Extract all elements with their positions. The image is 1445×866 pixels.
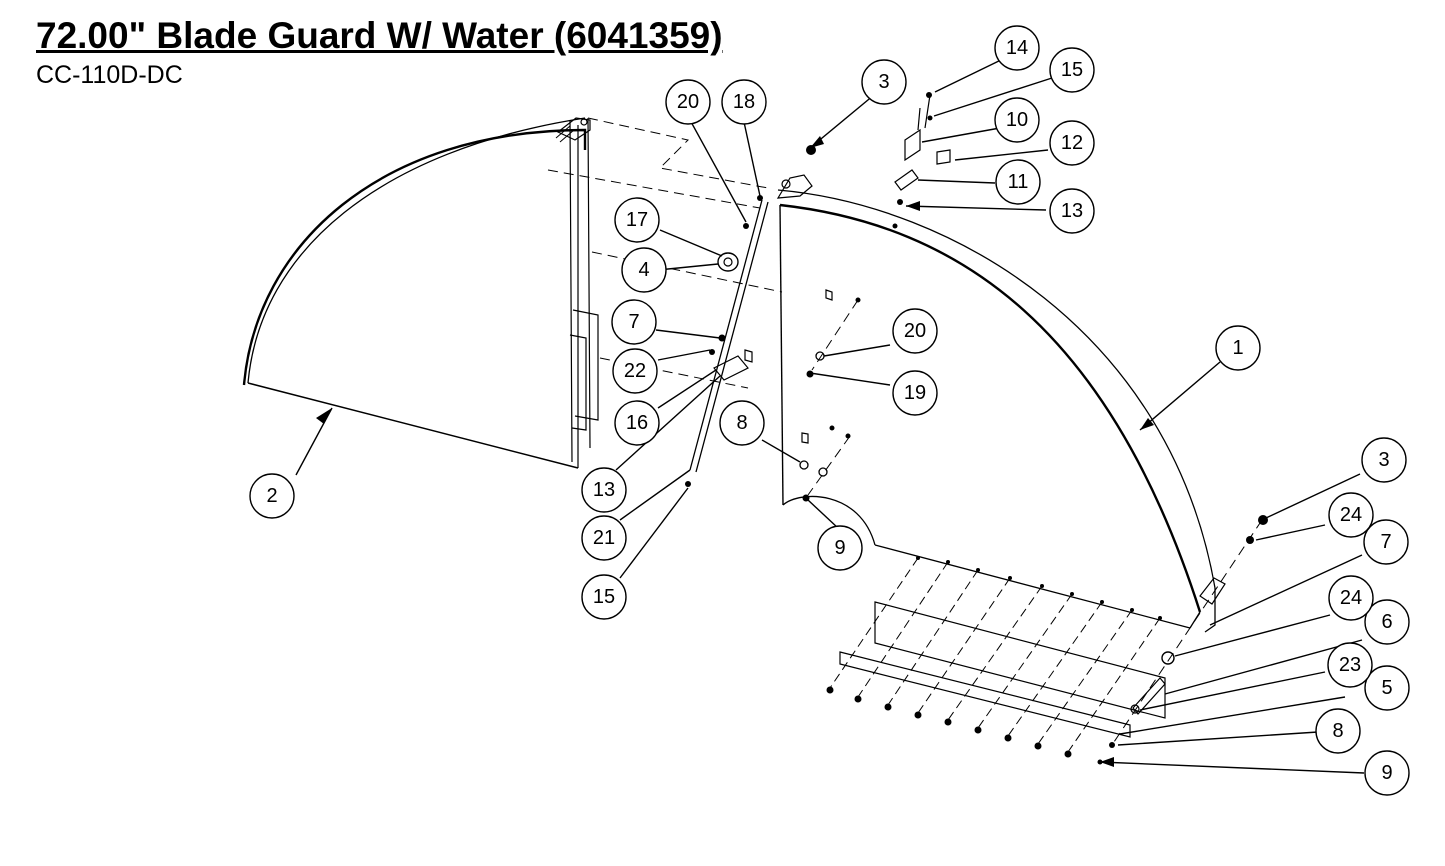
- callout-1: 1: [1232, 337, 1243, 359]
- callout-17: 17: [626, 209, 648, 231]
- callout-7-left: 7: [628, 311, 639, 333]
- callout-13-top: 13: [1061, 200, 1083, 222]
- callout-12: 12: [1061, 132, 1083, 154]
- callout-19: 19: [904, 382, 926, 404]
- callout-24-lower: 24: [1340, 587, 1362, 609]
- callout-8-center: 8: [736, 412, 747, 434]
- callout-15-left: 15: [593, 586, 615, 608]
- guard-hardware: [799, 297, 861, 502]
- callout-9-right: 9: [1381, 762, 1392, 784]
- callout-4: 4: [638, 259, 649, 281]
- callout-20-center: 20: [904, 320, 926, 342]
- callout-11: 11: [1008, 171, 1029, 193]
- callout-labels: 1 2 3 3 4 5 6 7 7 8 8 9 9 10 11 12 13 13…: [266, 37, 1392, 784]
- callout-16: 16: [626, 412, 648, 434]
- callout-3-top: 3: [878, 71, 889, 93]
- water-tube-assembly: [685, 195, 769, 487]
- lower-plate-assembly: [826, 556, 1175, 765]
- leader-arrowheads: [316, 136, 1154, 767]
- drawing-title: 72.00" Blade Guard W/ Water (6041359): [36, 15, 723, 56]
- callout-22: 22: [624, 360, 646, 382]
- left-guard-panel: [242, 117, 599, 469]
- leader-lines: [295, 57, 1365, 774]
- callout-14: 14: [1006, 37, 1028, 59]
- callout-10: 10: [1006, 109, 1028, 131]
- callout-20-left: 20: [677, 91, 699, 113]
- top-bracket-assembly: [806, 92, 1268, 544]
- callout-13-left: 13: [593, 479, 615, 501]
- model-number: CC-110D-DC: [36, 61, 183, 89]
- callout-6: 6: [1381, 611, 1392, 633]
- callout-7-right: 7: [1380, 531, 1391, 553]
- callout-15-top: 15: [1061, 59, 1083, 81]
- callout-18: 18: [733, 91, 755, 113]
- callout-24-upper: 24: [1340, 504, 1362, 526]
- callout-2: 2: [266, 485, 277, 507]
- callout-23: 23: [1339, 654, 1361, 676]
- callout-balloons: [249, 25, 1410, 796]
- callout-8-right: 8: [1332, 720, 1343, 742]
- callout-5: 5: [1381, 677, 1392, 699]
- callout-21: 21: [593, 527, 615, 549]
- callout-9-center: 9: [834, 537, 845, 559]
- callout-3-right: 3: [1378, 449, 1389, 471]
